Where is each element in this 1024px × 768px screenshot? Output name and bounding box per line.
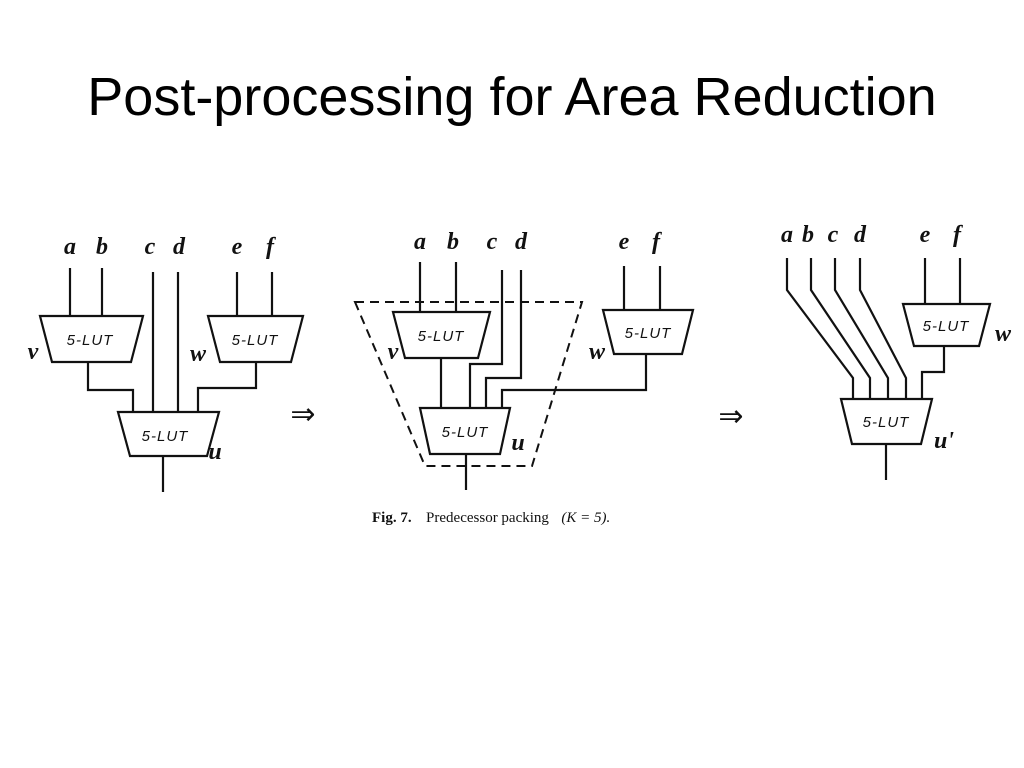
caption-formula: (K = 5).	[561, 510, 610, 526]
transform-arrow: ⇒	[718, 399, 743, 434]
lut-box	[901, 302, 992, 348]
node-label-u: u	[511, 430, 524, 456]
input-label-e: e	[619, 229, 630, 255]
lut-label: 5-LUT	[625, 325, 673, 342]
lut-box	[839, 397, 934, 446]
input-label-d: d	[515, 229, 528, 255]
lut-box	[391, 310, 492, 360]
node-label-w: w	[995, 321, 1012, 347]
lut-label: 5-LUT	[863, 414, 911, 431]
input-label-f: f	[266, 234, 276, 260]
input-label-a: a	[781, 222, 793, 248]
input-label-e: e	[232, 234, 243, 260]
input-label-c: c	[828, 222, 839, 248]
input-label-b: b	[802, 222, 814, 248]
input-label-a: a	[64, 234, 76, 260]
input-label-a: a	[414, 229, 426, 255]
node-label-w: w	[589, 339, 606, 365]
node-label-u: u	[208, 439, 221, 465]
input-label-b: b	[96, 234, 108, 260]
caption-fig-number: Fig. 7.	[372, 510, 412, 526]
lut-box	[116, 410, 221, 458]
input-label-f: f	[652, 229, 662, 255]
transform-arrow: ⇒	[290, 397, 315, 432]
node-label-v: v	[28, 339, 39, 365]
lut-box	[206, 314, 305, 364]
input-label-c: c	[487, 229, 498, 255]
caption-text: Predecessor packing	[426, 510, 549, 526]
input-label-d: d	[173, 234, 186, 260]
lut-box	[601, 308, 695, 356]
lut-label: 5-LUT	[67, 332, 115, 349]
packing-cluster-outline	[353, 301, 584, 467]
input-label-b: b	[447, 229, 459, 255]
lut-box	[38, 314, 145, 364]
node-label-v: v	[388, 339, 399, 365]
input-label-d: d	[854, 222, 867, 248]
lut-label: 5-LUT	[442, 424, 490, 441]
lut-label: 5-LUT	[923, 318, 971, 335]
panel-original: 5-LUT 5-LUT 5-LUT a b c d e f v w u	[28, 234, 305, 492]
input-label-f: f	[953, 222, 963, 248]
figure-caption: Fig. 7. Predecessor packing (K = 5).	[372, 509, 610, 526]
node-label-u-prime: u'	[934, 428, 954, 454]
lut-label: 5-LUT	[142, 428, 190, 445]
panel-packed: 5-LUT 5-LUT a b c d e f w u'	[781, 222, 1012, 480]
input-label-e: e	[920, 222, 931, 248]
input-label-c: c	[145, 234, 156, 260]
lut-label: 5-LUT	[232, 332, 280, 349]
lut-box	[418, 406, 512, 456]
slide-title: Post-processing for Area Reduction	[87, 67, 937, 127]
panel-packing: 5-LUT 5-LUT 5-LUT a b c d e f v w u	[353, 229, 695, 490]
node-label-w: w	[190, 341, 207, 367]
lut-label: 5-LUT	[418, 328, 466, 345]
